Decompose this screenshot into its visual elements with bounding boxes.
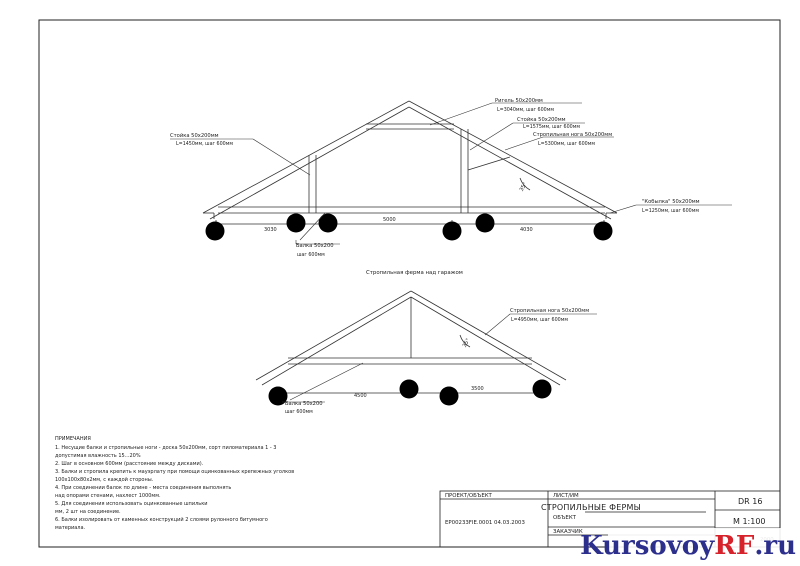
label-stoyka-right: Стойка 50x200мм (517, 116, 566, 123)
label-rigel: Ригель 50x200мм (495, 98, 543, 104)
dim-right-2: 3500 (471, 386, 484, 392)
truss-garage (202, 100, 618, 228)
note-line: материала. (55, 525, 86, 531)
label-noga: Стропильная нога 50x200мм (533, 132, 612, 138)
label-stoyka-right-dims: L=1575мм, шаг 600мм (523, 124, 580, 130)
note-line: 3. Балки и стропила крепить к мауэрлату … (55, 469, 294, 475)
angle-label-2: 35° (462, 337, 472, 348)
label-noga-dims: L=5300мм, шаг 600мм (538, 141, 595, 147)
label-balka-step: шаг 600мм (297, 252, 325, 258)
supports-house (268, 379, 552, 406)
dim-center-1: 5000 (383, 217, 396, 223)
note-line: 4. При соединении балок по длине - места… (55, 485, 231, 491)
label-stoyka-left-dims: L=1450мм, шаг 600мм (176, 141, 233, 147)
tb-project-label: ПРОЕКТ/ОБЪЕКТ (445, 493, 493, 499)
tb-sheet-label: ЛИСТ/ИМ (553, 493, 579, 499)
note-line: над опорами стенами, нахлест 1000мм. (55, 493, 161, 499)
label-rigel-dims: L=3040мм, шаг 600мм (497, 107, 554, 113)
tb-scale: M 1:100 (733, 517, 766, 526)
sheet-frame (38, 19, 781, 548)
label-balka-2-step: шаг 600мм (285, 409, 313, 415)
label-noga-2: Стропильная нога 50x200мм (510, 308, 589, 314)
dim-right-1: 4030 (520, 227, 533, 233)
leaders-garage (170, 102, 732, 245)
tb-project-code: EP00233FIE.0001 04.03.2003 (445, 520, 525, 526)
label-balka: Балка 50x200 (296, 243, 334, 249)
tb-object-label: ОБЪЕКТ (553, 515, 577, 521)
note-line: 1. Несущие балки и стропильные ноги - до… (55, 445, 276, 451)
label-kobylka: "Кобылка" 50x200мм (642, 199, 700, 205)
caption-garage-truss: Стропильная ферма над гаражом (366, 270, 463, 276)
notes-block: ПРИМЕЧАНИЯ 1. Несущие балки и стропильны… (55, 436, 294, 531)
label-stoyka-left: Стойка 50x200мм (170, 132, 219, 139)
leaders-house (282, 313, 597, 403)
dim-left-2: 4500 (354, 393, 367, 399)
tb-sheet-number: DR 16 (738, 497, 762, 506)
note-line: 2. Шаг в основном 600мм (расстояние межд… (55, 461, 204, 467)
label-noga-2-dims: L=4950мм, шаг 600мм (511, 317, 568, 323)
tb-drawing-title: СТРОПИЛЬНЫЕ ФЕРМЫ (541, 503, 641, 512)
notes-heading: ПРИМЕЧАНИЯ (55, 436, 91, 442)
note-line: допустимая влажность 15...20% (55, 453, 141, 459)
label-kobylka-dims: L=1250мм, шаг 600мм (642, 208, 699, 214)
label-balka-2: Балка 50x200 (285, 401, 323, 407)
supports-garage (205, 213, 613, 241)
angle-label-1: 35° (519, 181, 529, 192)
dim-left-1: 3030 (264, 227, 277, 233)
note-line: мм, 2 шт на соединение. (55, 509, 121, 515)
note-line: 100x100x80x2мм, с каждой стороны. (55, 476, 154, 483)
note-line: 6. Балки изолировать от каменных констру… (55, 516, 268, 523)
tb-customer-label: ЗАКАЗЧИК (553, 529, 583, 535)
note-line: 5. Для соединения использовать оцинкован… (55, 501, 208, 507)
